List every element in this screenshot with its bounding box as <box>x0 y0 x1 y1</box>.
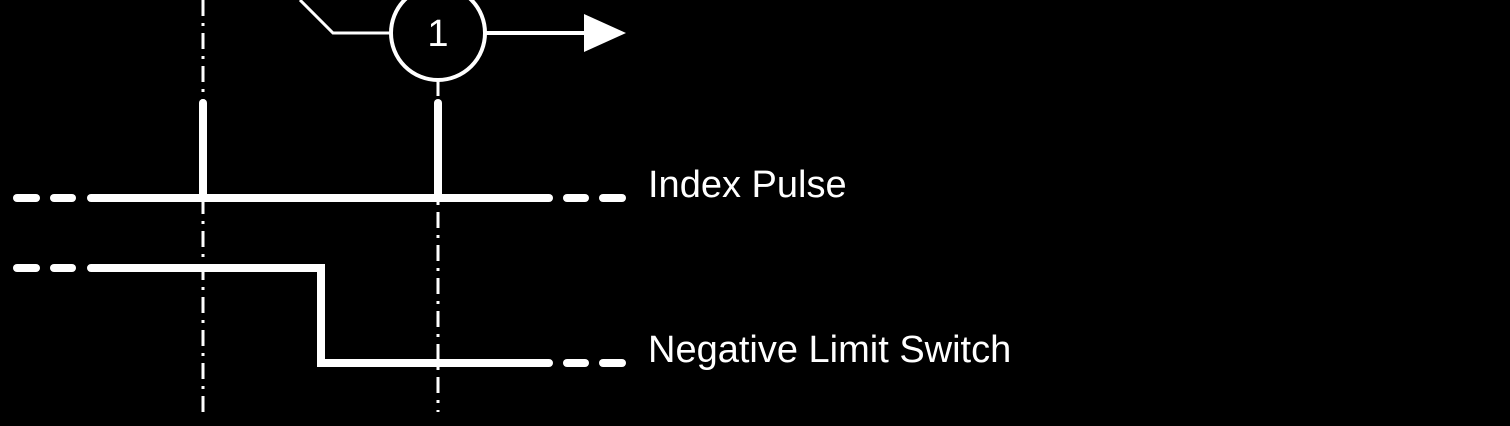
marker-number: 1 <box>427 13 448 55</box>
index-pulse-label: Index Pulse <box>648 164 847 206</box>
negative-limit-switch-label: Negative Limit Switch <box>648 329 1011 371</box>
limit-switch-step <box>87 264 553 367</box>
index-pulse-trace <box>13 99 626 202</box>
negative-limit-switch-trace <box>13 264 626 367</box>
marker-leader-line <box>298 0 391 35</box>
arrow-right-icon <box>485 14 626 52</box>
